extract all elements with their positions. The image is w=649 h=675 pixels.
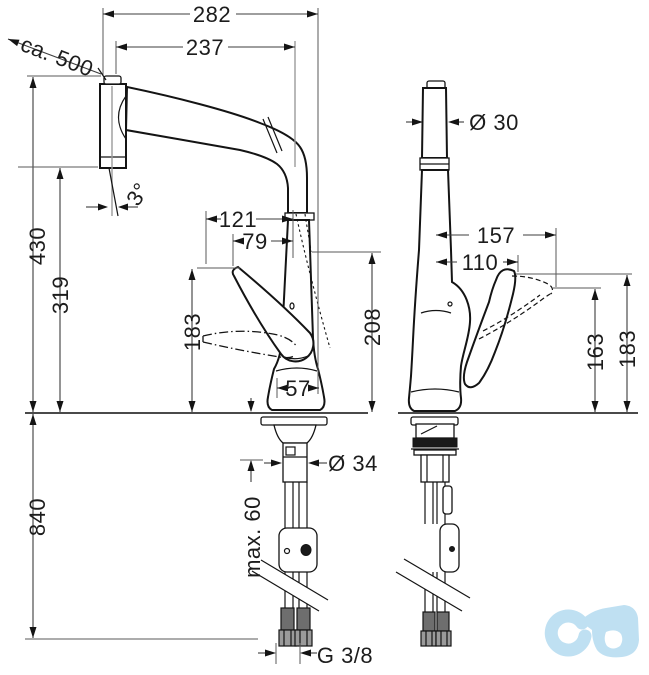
- dim-label-840: 840: [25, 498, 50, 536]
- dim-lever-height-183-left: 183: [180, 267, 240, 412]
- dim-label-110: 110: [462, 250, 499, 275]
- dim-height-outlet-319: 319: [18, 166, 98, 412]
- dim-label-79: 79: [242, 229, 267, 254]
- dim-label-ca500: ca. 500: [17, 31, 97, 81]
- dim-label-183-left: 183: [180, 313, 205, 351]
- dim-spout-reach-282: 282: [102, 2, 319, 394]
- dim-label-max60: max. 60: [240, 496, 265, 578]
- faucet-front-view: [395, 80, 638, 647]
- dim-base-57: 57: [276, 376, 319, 401]
- dim-lever-top-110: 110: [436, 250, 519, 275]
- dim-spray-angle-3deg: 3°: [86, 178, 154, 211]
- logo-d-shape: [580, 605, 639, 658]
- dim-lever-height-183-right: 183: [516, 273, 640, 412]
- logo-c-shape: [544, 609, 592, 657]
- dim-label-57: 57: [285, 376, 310, 401]
- dim-label-g38: G 3/8: [317, 643, 373, 668]
- dim-shank-dia34: Ø 34: [264, 451, 378, 476]
- dim-clearance-208: 208: [312, 251, 385, 412]
- dim-lever-reach-157: 157: [436, 223, 557, 287]
- dim-label-dia34: Ø 34: [328, 451, 378, 476]
- dim-lever-height-163: 163: [553, 287, 608, 412]
- dim-label-430: 430: [25, 227, 50, 265]
- dim-pullout-hose-ca500: ca. 500: [7, 31, 107, 82]
- dim-label-157: 157: [477, 223, 515, 248]
- dim-label-319: 319: [48, 276, 73, 314]
- dim-lever-proj-121: 121: [205, 207, 294, 264]
- dim-label-dia30: Ø 30: [469, 110, 519, 135]
- dim-spout-reach-237: 237: [115, 35, 296, 167]
- dim-thread-g38: G 3/8: [258, 643, 373, 668]
- dim-label-208: 208: [360, 308, 385, 346]
- dim-body-dia30: Ø 30: [406, 110, 519, 135]
- shop-watermark-logo: [544, 605, 639, 658]
- dim-hose-length-840: 840: [25, 414, 258, 640]
- dim-label-121: 121: [219, 207, 257, 232]
- faucet-side-view: [25, 75, 368, 647]
- dim-label-237: 237: [186, 35, 224, 60]
- dim-mount-max60: max. 60: [240, 398, 265, 578]
- dim-height-total-430: 430: [25, 75, 101, 412]
- dim-label-282: 282: [193, 2, 231, 27]
- dim-label-163: 163: [583, 333, 608, 371]
- dim-lever-proj-79: 79: [232, 229, 293, 266]
- dim-label-183-right: 183: [615, 330, 640, 368]
